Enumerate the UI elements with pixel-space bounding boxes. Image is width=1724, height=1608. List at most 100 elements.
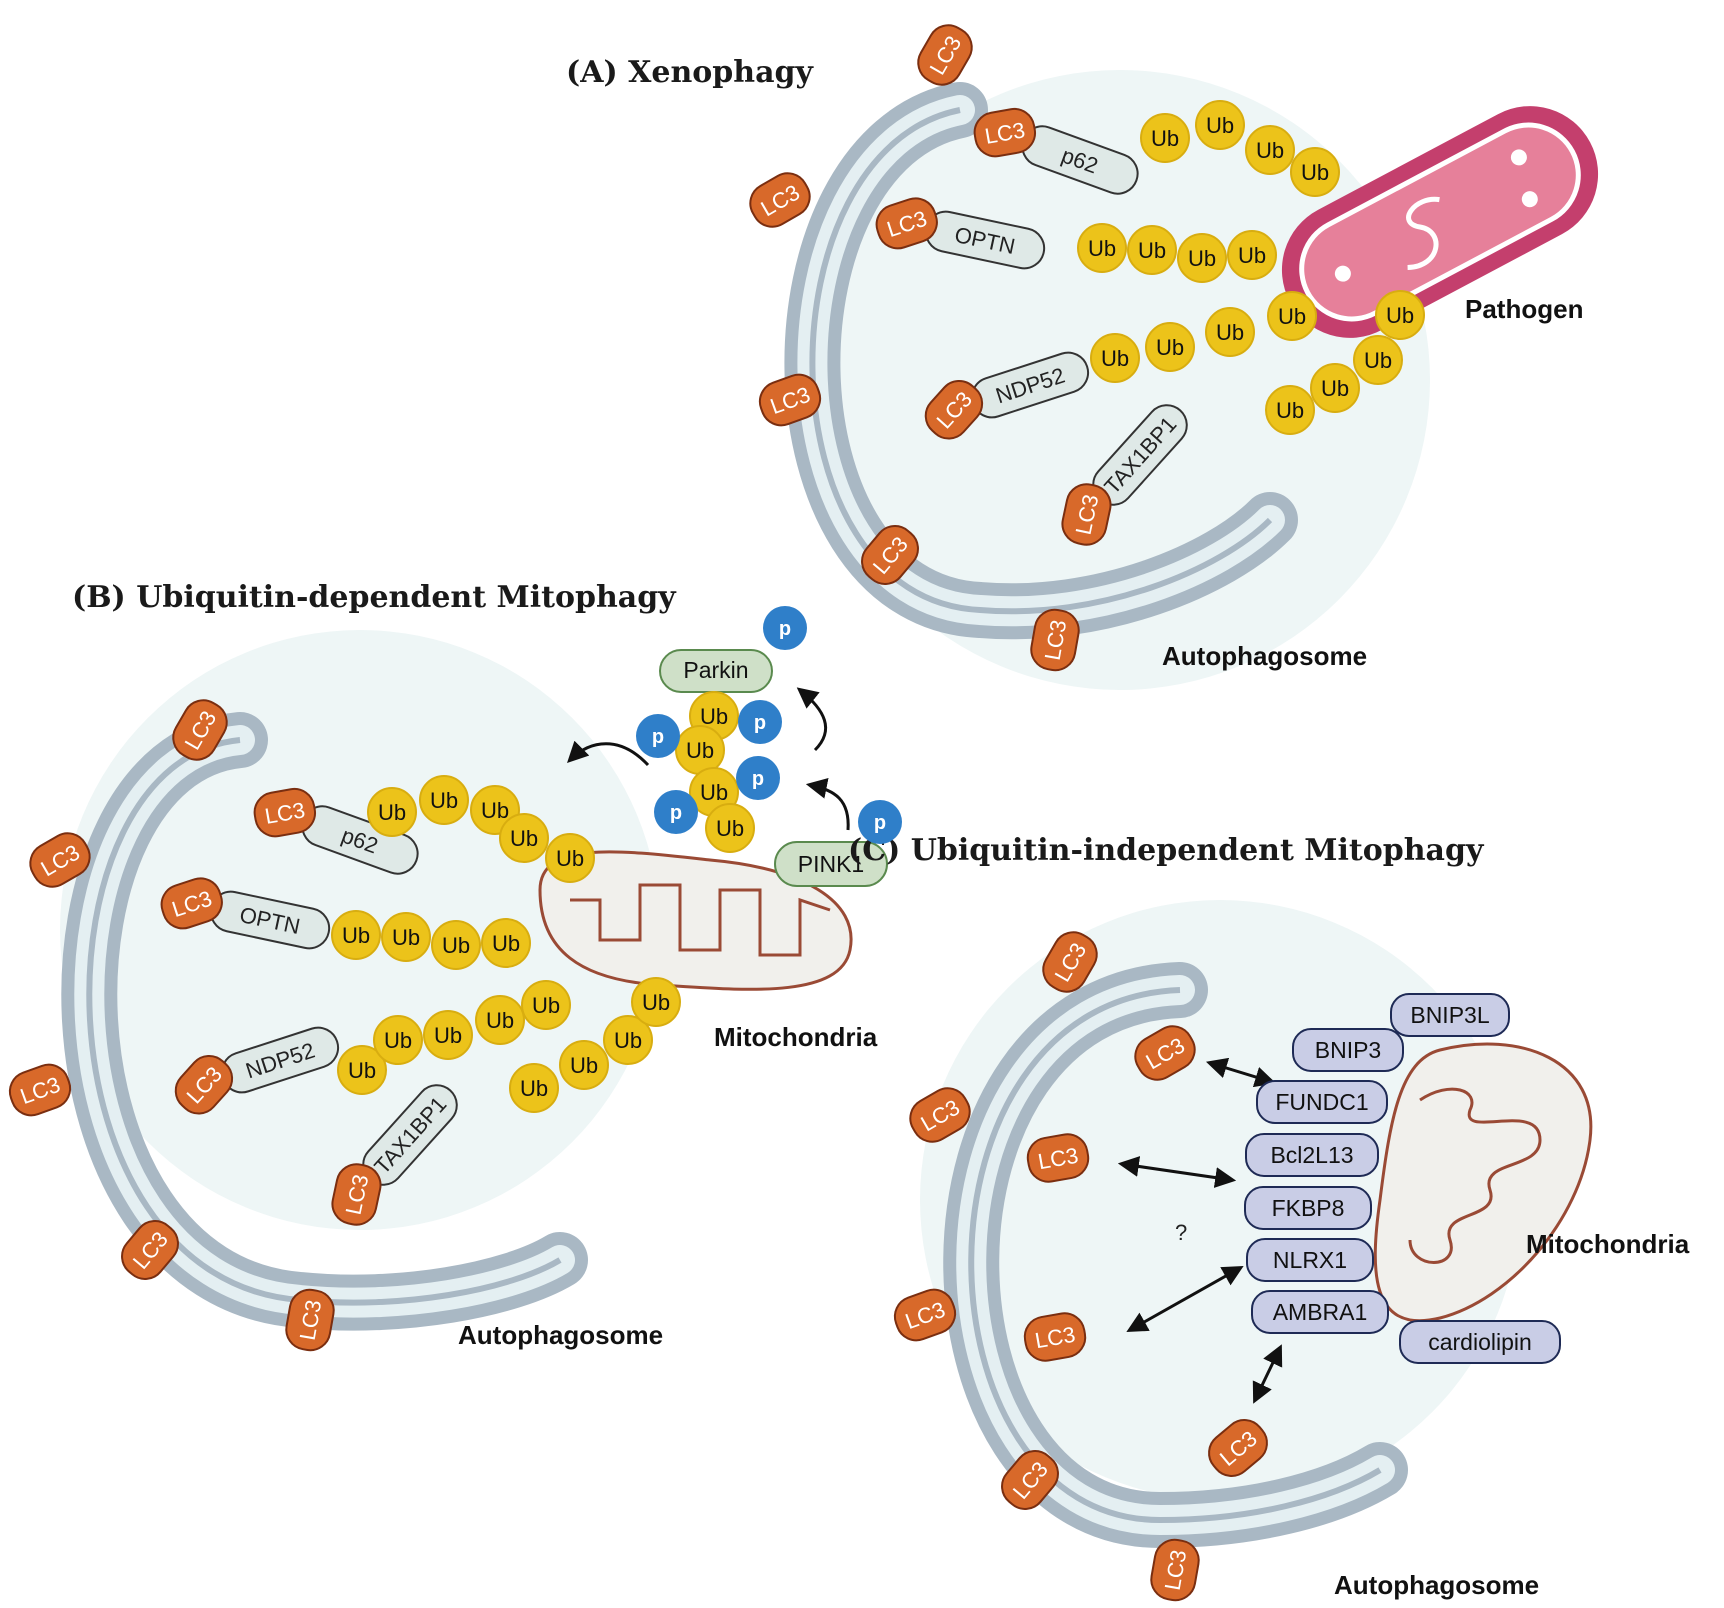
receptor-bnip3l: BNIP3L [1390,993,1510,1037]
ubiquitin: Ub [1195,100,1245,150]
svg-text:Ub: Ub [556,846,584,871]
receptor-ndp52-a: NDP52 [970,351,1090,419]
svg-text:p: p [874,812,886,834]
mitochondria-label-c: Mitochondria [1526,1229,1690,1259]
panel-a-title: (A) Xenophagy [566,55,814,90]
ubiquitin: Ub [419,775,469,825]
lc3-membrane-a: LC3 [749,172,811,228]
pink1: PINK1 [774,841,888,887]
ubiquitin: Ub [381,912,431,962]
lc3-bound-receptor-optn-b: LC3 [160,877,223,930]
ubiquitin: Ub [1245,125,1295,175]
ubiquitin: Ub [1140,113,1190,163]
lc3-membrane-c: LC3 [1042,931,1098,993]
lc3-membrane-a: LC3 [1030,608,1080,672]
svg-text:Ub: Ub [1276,398,1304,423]
ubiquitin: Ub [1145,322,1195,372]
svg-text:p: p [779,618,791,640]
lc3-bound-receptor-tax1bp1-a: LC3 [1061,483,1112,546]
lc3-membrane-b: LC3 [172,699,228,761]
svg-text:Ub: Ub [686,738,714,763]
panel-c-title: (C) Ubiquitin-independent Mitophagy [848,833,1485,868]
receptor-fkbp8: FKBP8 [1244,1186,1372,1230]
lc3-bound-receptor-p62-b: LC3 [253,787,317,838]
mitochondria-label-b: Mitochondria [714,1022,878,1052]
pathogen [1281,106,1599,338]
phosphate: p [738,700,782,744]
arrow-to-parkin [796,687,828,752]
svg-text:Ub: Ub [1386,303,1414,328]
svg-text:BNIP3L: BNIP3L [1410,1002,1489,1028]
ubiquitin: Ub [337,1045,387,1095]
unknown-mark: ? [1175,1220,1187,1245]
ubiquitin: Ub [423,1010,473,1060]
svg-text:Ub: Ub [486,1008,514,1033]
svg-text:Ub: Ub [570,1053,598,1078]
svg-text:Ub: Ub [1101,346,1129,371]
ubiquitin: Ub [331,910,381,960]
svg-text:Bcl2L13: Bcl2L13 [1270,1142,1353,1168]
svg-text:Ub: Ub [1364,348,1392,373]
receptor-bcl2l13: Bcl2L13 [1245,1133,1379,1177]
ubiquitin: Ub [475,995,525,1045]
svg-text:Ub: Ub [392,925,420,950]
svg-text:Ub: Ub [1088,236,1116,261]
ubiquitin: Ub [1375,290,1425,340]
ubiquitin: Ub [705,803,755,853]
ubiquitin: Ub [631,977,681,1027]
lc3-bound-receptor-tax1bp1-b: LC3 [331,1163,382,1226]
receptor-ambra1: AMBRA1 [1251,1290,1389,1334]
svg-text:Ub: Ub [1188,246,1216,271]
lc3-membrane-a: LC3 [758,373,822,427]
lc3-membrane-b: LC3 [285,1288,335,1352]
ubiquitin: Ub [603,1015,653,1065]
arrow-lc3-ambra1 [1252,1344,1283,1404]
ubiquitin: Ub [367,787,417,837]
svg-text:Ub: Ub [348,1058,376,1083]
svg-text:NLRX1: NLRX1 [1273,1247,1347,1273]
lc3-membrane-c: LC3 [1208,1419,1268,1477]
ubiquitin: Ub [521,980,571,1030]
svg-text:Ub: Ub [700,780,728,805]
svg-text:Ub: Ub [1321,376,1349,401]
svg-text:Ub: Ub [700,704,728,729]
lc3-membrane-c: LC3 [1023,1312,1087,1362]
ubiquitin: Ub [1177,233,1227,283]
ubiquitin: Ub [1090,333,1140,383]
svg-text:BNIP3: BNIP3 [1315,1037,1381,1063]
svg-text:Ub: Ub [1151,126,1179,151]
ubiquitin: Ub [1205,307,1255,357]
phosphate: p [636,714,680,758]
panel-b: (B) Ubiquitin-dependent Mitophagy Mitoch… [60,580,888,1350]
lc3-membrane-b: LC3 [121,1220,179,1280]
panel-c: (C) Ubiquitin-independent Mitophagy Mito… [848,833,1690,1600]
lc3-membrane-a: LC3 [861,525,919,585]
receptor-nlrx1: NLRX1 [1246,1238,1374,1282]
receptor-bnip3: BNIP3 [1292,1028,1404,1072]
receptor-tax1bp1-a: TAX1BP1 [1092,404,1188,506]
svg-text:p: p [652,726,664,748]
ubiquitin: Ub [559,1040,609,1090]
ubiquitin: Ub [1353,335,1403,385]
ubiquitin: Ub [689,691,739,741]
svg-text:Ub: Ub [430,788,458,813]
phosphate: p [858,800,902,844]
svg-text:Ub: Ub [1278,304,1306,329]
lc3-membrane-c: LC3 [909,1087,971,1143]
ubiquitin: Ub [1267,291,1317,341]
lc3-membrane-c: LC3 [1001,1450,1059,1510]
parkin: Parkin [659,649,773,693]
svg-text:p: p [752,768,764,790]
ubiquitin: Ub [431,920,481,970]
lc3-membrane-c: LC3 [1026,1133,1090,1183]
svg-text:p: p [670,802,682,824]
ubiquitin: Ub [499,813,549,863]
lc3-bound-receptor-ndp52-b: LC3 [174,1054,234,1115]
ubiquitin: Ub [1310,363,1360,413]
svg-text:Ub: Ub [716,816,744,841]
svg-text:PINK1: PINK1 [798,851,864,877]
svg-text:FUNDC1: FUNDC1 [1275,1089,1368,1115]
lc3-membrane-b: LC3 [8,1063,72,1117]
ubiquitin: Ub [1227,230,1277,280]
